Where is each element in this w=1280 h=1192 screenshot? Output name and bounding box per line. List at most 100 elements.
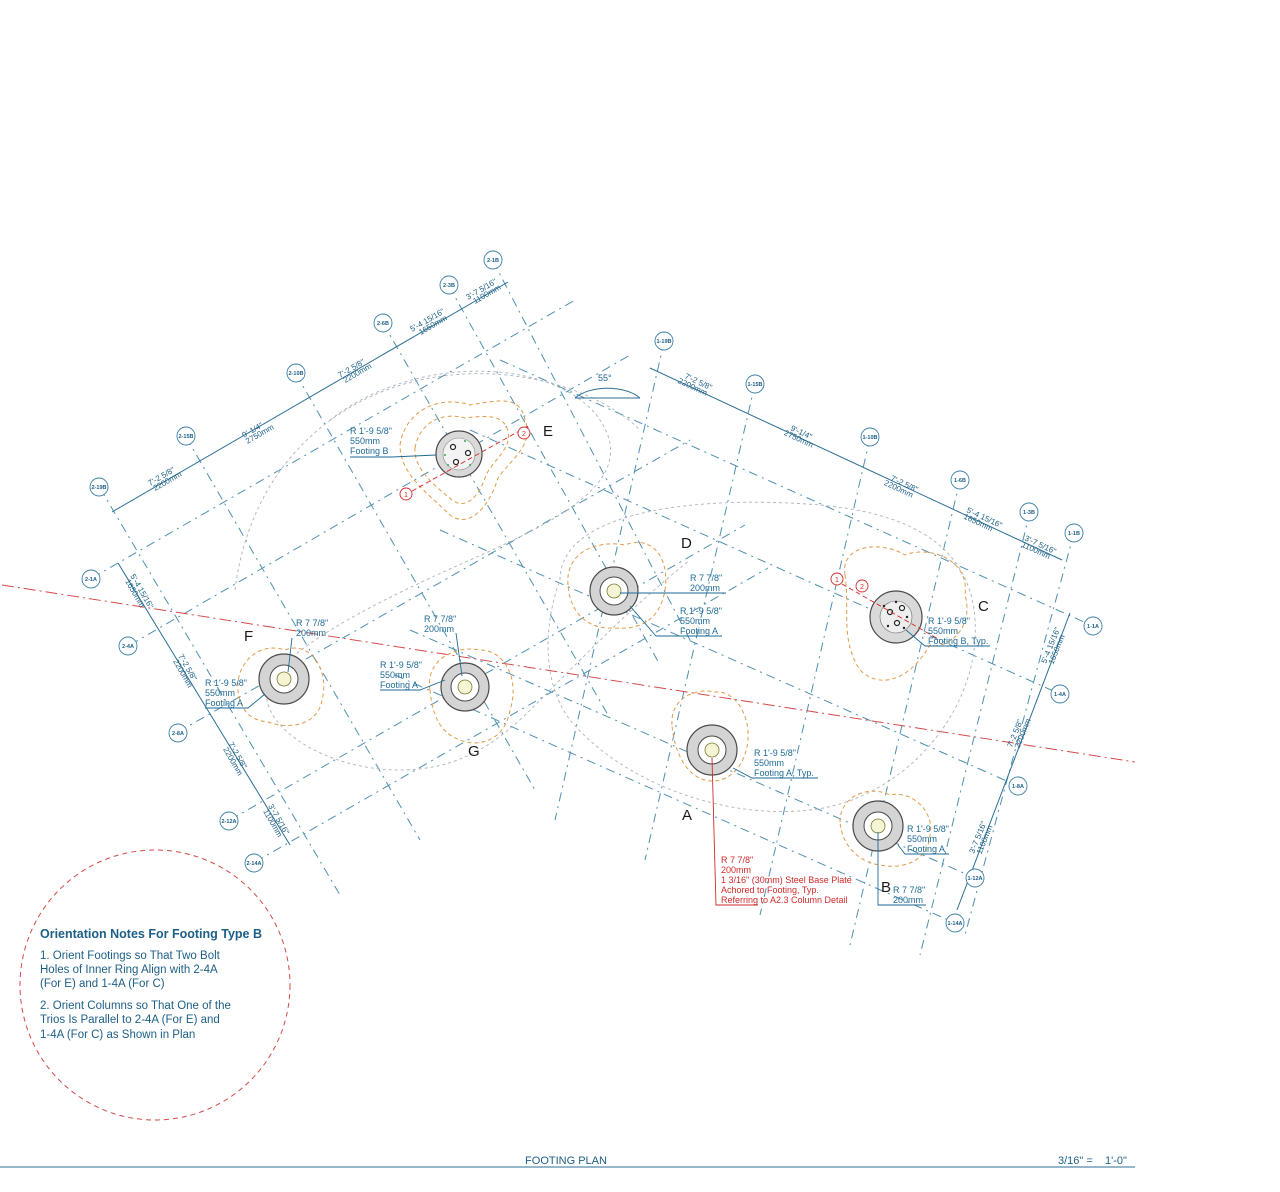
- grid-bubble: 2-14A: [244, 853, 264, 873]
- dimension-text-group-1-right: 5'-4 15/16"1650mm 7'-2 5/8"2200mm 3'-7 5…: [968, 626, 1067, 856]
- grid-bubbles: 2-1B 2-3B 2-6B 2-10B 2-15B 2-19B 1-19B 1…: [81, 250, 1103, 933]
- angle-label: 55°: [598, 373, 612, 383]
- ann-text: 200mm: [296, 628, 326, 638]
- grid-bubble-label: 2-12A: [222, 819, 237, 825]
- grid-bubble-label: 1-6B: [954, 478, 966, 484]
- grid-bubble-label: 2-6B: [377, 321, 389, 327]
- notes-heading: Orientation Notes For Footing Type B: [40, 927, 262, 941]
- grid-bubble-label: 1-10B: [863, 435, 878, 441]
- ann-text: 550mm: [380, 670, 410, 680]
- svg-text:3'-7 5/16"1100mm: 3'-7 5/16"1100mm: [260, 803, 291, 840]
- ann-text: 550mm: [205, 688, 235, 698]
- grid-bubble: 1-19B: [654, 331, 674, 351]
- marker-2-C: 2: [855, 579, 869, 593]
- svg-text:R 7 7/8" 200mm 1 3: R 7 7/8" 200mm 1 3/16" (30mm) Steel Base…: [721, 855, 854, 905]
- svg-text:7'-2 5/8"2200mm: 7'-2 5/8"2200mm: [337, 355, 374, 386]
- drawing-title: FOOTING PLAN: [525, 1155, 607, 1167]
- ann-text: R 7 7/8": [424, 614, 456, 624]
- ann-text: Footing A: [907, 844, 945, 854]
- ann-text: R 1'-9 5/8": [350, 426, 392, 436]
- marker-1-E: 1: [399, 487, 413, 501]
- grid-bubble: 2-8A: [168, 723, 188, 743]
- ann-text: R 7 7/8": [690, 573, 722, 583]
- grid-bubble-label: 2-4A: [122, 644, 134, 650]
- marker-2-E: 2: [517, 426, 531, 440]
- footing-label: D: [681, 535, 692, 552]
- grid-bubble: 1-1A: [1083, 616, 1103, 636]
- ann-text: 200mm: [893, 895, 923, 905]
- grid-bubble: 2-19B: [89, 477, 109, 497]
- ann-text: Footing A: [380, 680, 418, 690]
- ann-text: Achored to Footing, Typ.: [721, 885, 819, 895]
- grid-bubble-label: 1-8A: [1012, 784, 1024, 790]
- grid-bubble: 1-12A: [965, 868, 985, 888]
- footing-F: F: [237, 628, 325, 726]
- grid-bubble-label: 2-8A: [172, 731, 184, 737]
- drawing-scale: 3/16" = 1'-0": [1058, 1155, 1127, 1167]
- grid-bubble: 1-14A: [945, 913, 965, 933]
- svg-text:R 7 7/8"200mm: R 7 7/8"200mm: [893, 885, 925, 905]
- grid-bubble-label: 2-19B: [92, 485, 107, 491]
- svg-text:7'-2 5/8"2200mm: 7'-2 5/8"2200mm: [883, 472, 920, 501]
- grid-bubble-label: 1-4A: [1054, 692, 1066, 698]
- ann-text: R 1'-9 5/8": [907, 824, 949, 834]
- orientation-notes: Orientation Notes For Footing Type B 1. …: [19, 849, 291, 1121]
- ann-text: Footing B: [350, 446, 389, 456]
- ann-text: R 1'-9 5/8": [680, 606, 722, 616]
- grid-bubble-label: 1-19B: [657, 339, 672, 345]
- svg-text:R 7 7/8"200mm: R 7 7/8"200mm: [690, 573, 722, 593]
- grid-bubble-label: 2-15B: [179, 434, 194, 440]
- ann-text: Footing B, Typ.: [928, 636, 988, 646]
- ann-text: 200mm: [721, 865, 751, 875]
- marker-label: 2: [860, 584, 864, 591]
- ann-text: Footing A, Typ.: [754, 768, 814, 778]
- ann-text: R 1'-9 5/8": [380, 660, 422, 670]
- footing-label: G: [468, 743, 480, 760]
- svg-text:3'-7 5/16"1100mm: 3'-7 5/16"1100mm: [1020, 534, 1057, 563]
- grid-bubble: 1-4A: [1050, 684, 1070, 704]
- ann-text: R 7 7/8": [296, 618, 328, 628]
- grid-bubble: 2-1B: [483, 250, 503, 270]
- grid-bubble: 2-15B: [176, 426, 196, 446]
- grid-bubble: 1-15B: [745, 374, 765, 394]
- footing-B: B: [839, 790, 932, 896]
- footing-label: F: [244, 628, 253, 645]
- footing-C-orientation-line: [834, 579, 941, 641]
- ann-text: 200mm: [690, 583, 720, 593]
- ann-text: 550mm: [754, 758, 784, 768]
- svg-text:3'-7 5/16"1100mm: 3'-7 5/16"1100mm: [465, 277, 503, 308]
- grid-bubble: 2-3B: [439, 275, 459, 295]
- dimension-text-group-1-top: 7'-2 5/8"2200mm 9'-1/4"2750mm 7'-2 5/8"2…: [677, 370, 1058, 563]
- notes-line: Trios Is Parallel to 2-4A (For E) and: [40, 1014, 220, 1026]
- svg-text:R 7 7/8"200mm: R 7 7/8"200mm: [424, 614, 456, 634]
- svg-text:R 7 7/8"200mm: R 7 7/8"200mm: [296, 618, 328, 638]
- grid-bubble-label: 1-3B: [1023, 510, 1035, 516]
- grid-bubble: 2-6B: [373, 313, 393, 333]
- ann-text: 550mm: [907, 834, 937, 844]
- grid-bubble-label: 2-1B: [487, 258, 499, 264]
- svg-text:5'-4 15/16"1650mm: 5'-4 15/16"1650mm: [962, 506, 1004, 537]
- svg-text:7'-2 5/8"2200mm: 7'-2 5/8"2200mm: [677, 370, 714, 399]
- grid-bubble: 1-10B: [860, 427, 880, 447]
- ann-text: R 7 7/8": [893, 885, 925, 895]
- grid-bubble: 2-4A: [118, 636, 138, 656]
- ann-text: R 1'-9 5/8": [754, 748, 796, 758]
- notes-line: 1-4A (For C) as Shown in Plan: [40, 1029, 195, 1041]
- svg-text:7'-2 5/8"2200mm: 7'-2 5/8"2200mm: [170, 653, 201, 690]
- grid-bubble: 2-1A: [81, 569, 101, 589]
- grid-bubble: 1-3B: [1019, 502, 1039, 522]
- grid-bubble: 1-8A: [1008, 776, 1028, 796]
- grid-bubble-label: 2-14A: [247, 861, 262, 867]
